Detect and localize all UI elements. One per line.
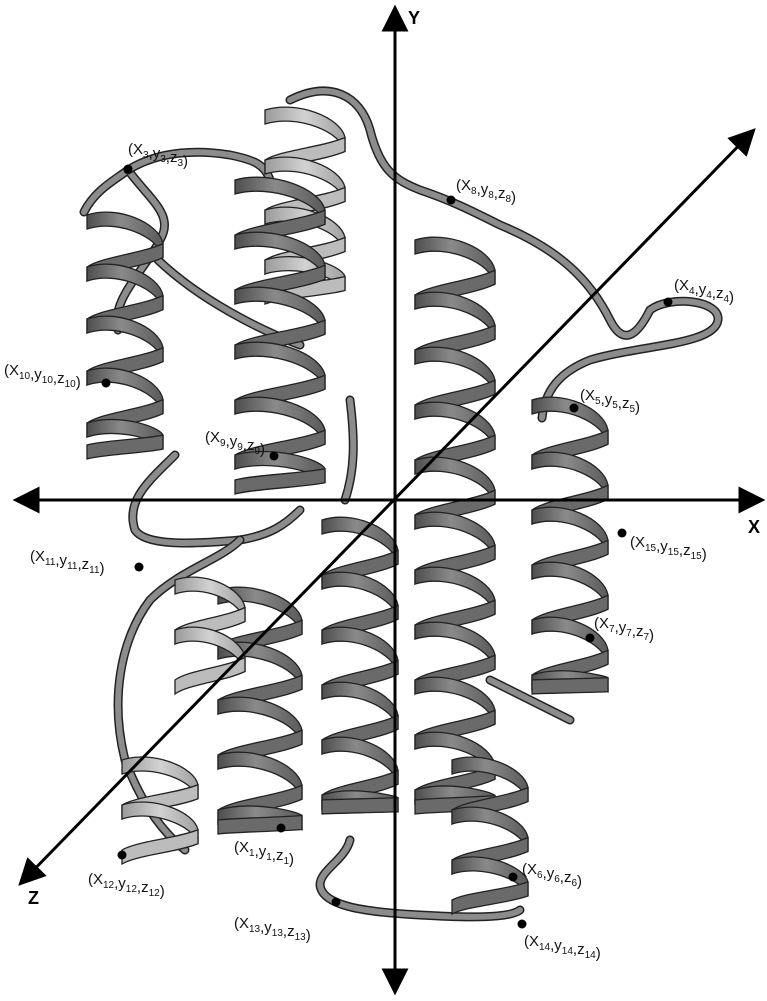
z-axis-label: Z	[28, 888, 39, 908]
point-label-8: (X8,y8,z8)	[456, 177, 516, 206]
point-marker-1	[277, 824, 286, 833]
point-marker-5	[570, 404, 579, 413]
coil-outline	[290, 91, 718, 418]
helix-turn-back	[122, 830, 198, 864]
point-label-1: (X1,y1,z1)	[234, 839, 294, 868]
point-label-6: (X6,y6,z6)	[522, 861, 582, 890]
y-axis-label: Y	[408, 8, 420, 28]
point-label-15: (X15,y15,z15)	[630, 534, 707, 563]
point-marker-12	[118, 851, 127, 860]
point-label-13: (X13,y13,z13)	[234, 915, 311, 944]
point-label-10: (X10,y10,z10)	[4, 362, 81, 391]
point-marker-3	[124, 165, 133, 174]
point-label-9: (X9,y9,z9)	[205, 429, 265, 458]
helix-turn-back	[87, 435, 163, 459]
point-label-14: (X14,y14,z14)	[524, 933, 601, 962]
point-marker-6	[509, 873, 518, 882]
point-marker-9	[270, 452, 279, 461]
point-marker-13	[332, 898, 341, 907]
coil	[290, 91, 718, 418]
point-marker-15	[618, 529, 627, 538]
point-marker-7	[586, 634, 595, 643]
helix-turn-back	[322, 798, 398, 814]
helix-turn-back	[532, 678, 608, 694]
point-marker-4	[664, 298, 673, 307]
point-marker-10	[102, 379, 111, 388]
point-marker-11	[135, 563, 144, 572]
helix-turn-back	[235, 469, 325, 494]
protein-ribbon	[84, 91, 718, 917]
point-marker-8	[447, 196, 456, 205]
point-label-12: (X12,y12,z12)	[88, 871, 165, 900]
point-marker-14	[518, 920, 527, 929]
x-axis-label: X	[748, 517, 760, 537]
point-label-11: (X11,y11,z11)	[30, 548, 105, 577]
